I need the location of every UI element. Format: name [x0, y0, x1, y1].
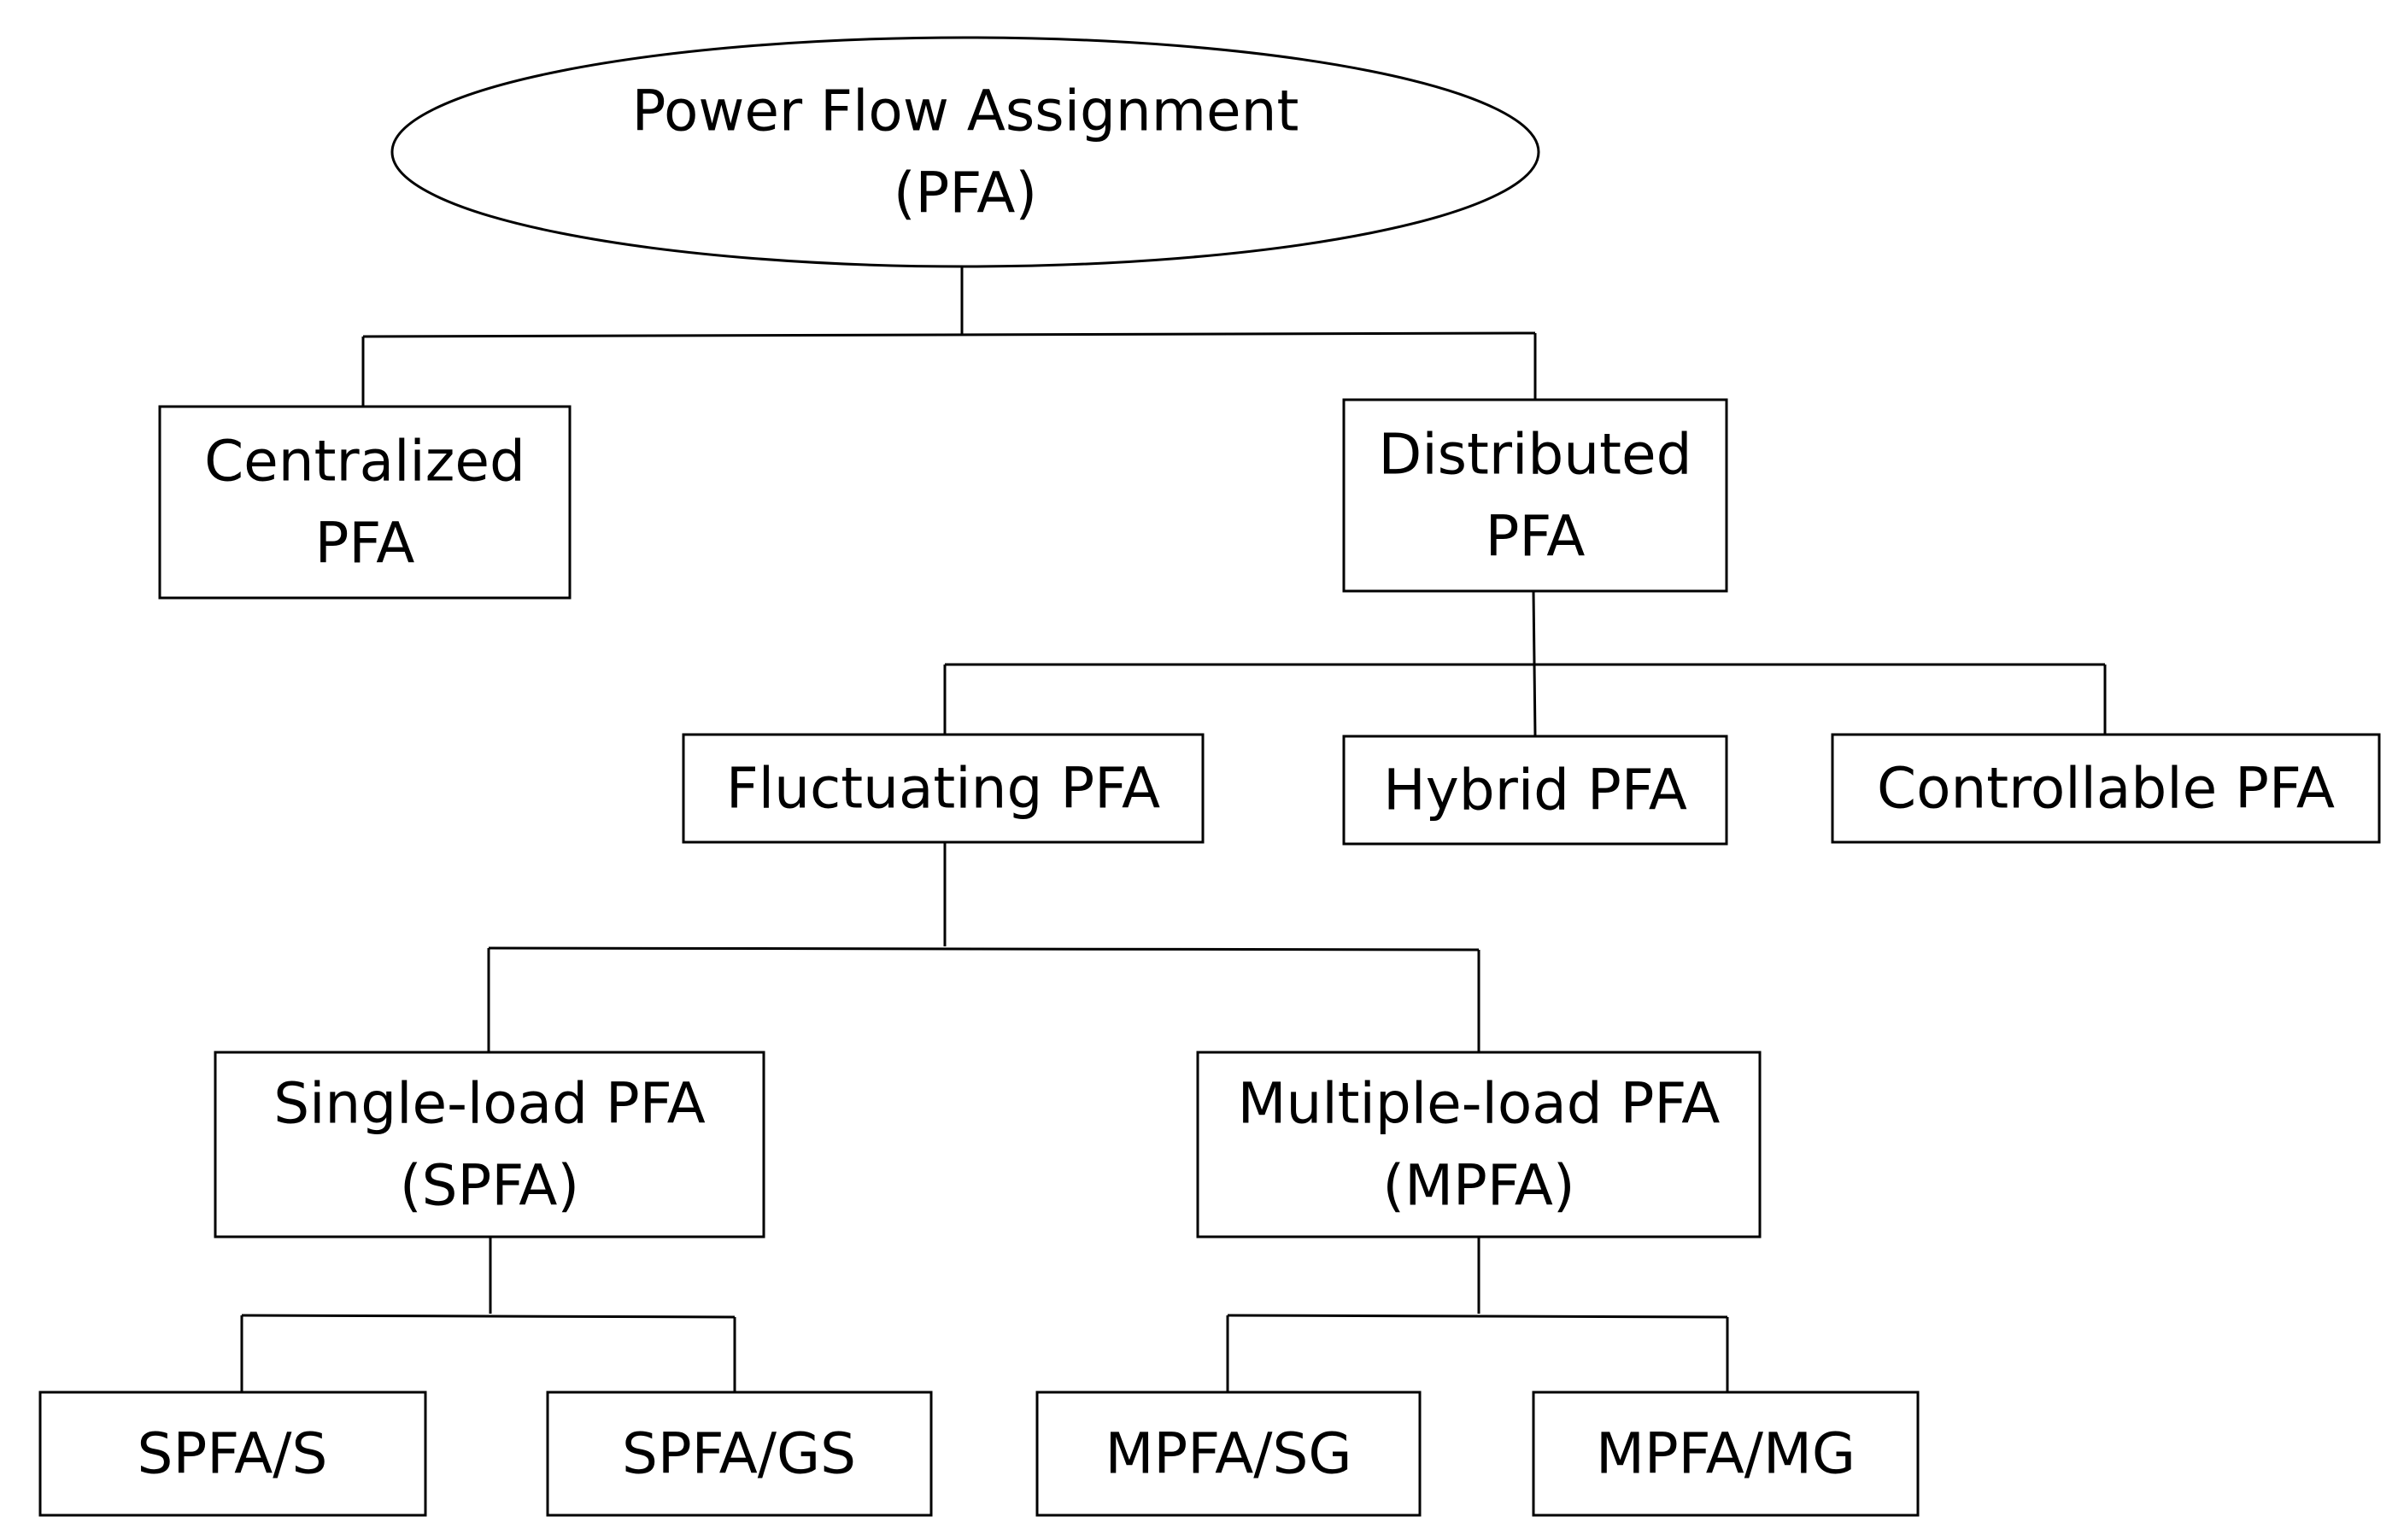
node-mpfa-mg: MPFA/MG [1532, 1391, 1920, 1517]
node-hybrid-label: Hybrid PFA [1383, 758, 1687, 823]
centralized-label-line: PFA [315, 511, 415, 577]
node-power-flow-assignment: Power Flow Assignment (PFA) [390, 36, 1540, 268]
mpfa-sg-label-line: MPFA/SG [1105, 1421, 1351, 1487]
connector-lines [240, 265, 2107, 1392]
node-hybrid-pfa: Hybrid PFA [1342, 735, 1728, 846]
node-single-load-pfa: Single-load PFA (SPFA) [214, 1051, 765, 1238]
spfa-gs-label-line: SPFA/GS [622, 1421, 856, 1487]
node-single-load-label: Single-load PFA (SPFA) [273, 1071, 706, 1219]
node-multiple-load-label: Multiple-load PFA (MPFA) [1238, 1071, 1721, 1219]
multiple-load-label-line: (MPFA) [1382, 1153, 1574, 1219]
single-load-label-line: Single-load PFA [273, 1071, 706, 1137]
node-fluctuating-pfa: Fluctuating PFA [682, 733, 1205, 844]
distributed-label-line: PFA [1486, 504, 1586, 570]
centralized-label-line: Centralized [204, 429, 525, 495]
node-controllable-pfa: Controllable PFA [1831, 733, 2381, 844]
multiple-load-label-line: Multiple-load PFA [1238, 1071, 1721, 1137]
node-mpfa-mg-label: MPFA/MG [1596, 1421, 1856, 1487]
single-load-label-line: (SPFA) [400, 1153, 579, 1219]
root-label-line: Power Flow Assignment [632, 79, 1299, 144]
node-mpfa-sg: MPFA/SG [1035, 1391, 1422, 1517]
node-multiple-load-pfa: Multiple-load PFA (MPFA) [1196, 1051, 1762, 1238]
node-root-label: Power Flow Assignment (PFA) [632, 79, 1299, 226]
distributed-label-line: Distributed [1379, 422, 1692, 488]
fluctuating-label-line: Fluctuating PFA [726, 756, 1160, 822]
node-spfa-gs: SPFA/GS [546, 1391, 933, 1517]
mpfa-mg-label-line: MPFA/MG [1596, 1421, 1856, 1487]
hybrid-label-line: Hybrid PFA [1383, 758, 1687, 823]
node-controllable-label: Controllable PFA [1877, 756, 2335, 822]
controllable-label-line: Controllable PFA [1877, 756, 2335, 822]
spfa-s-label-line: SPFA/S [138, 1421, 328, 1487]
node-mpfa-sg-label: MPFA/SG [1105, 1421, 1351, 1487]
node-fluctuating-label: Fluctuating PFA [726, 756, 1160, 822]
node-spfa-s: SPFA/S [38, 1391, 427, 1517]
root-label-line: (PFA) [894, 161, 1037, 226]
node-spfa-s-label: SPFA/S [138, 1421, 328, 1487]
node-spfa-gs-label: SPFA/GS [622, 1421, 856, 1487]
